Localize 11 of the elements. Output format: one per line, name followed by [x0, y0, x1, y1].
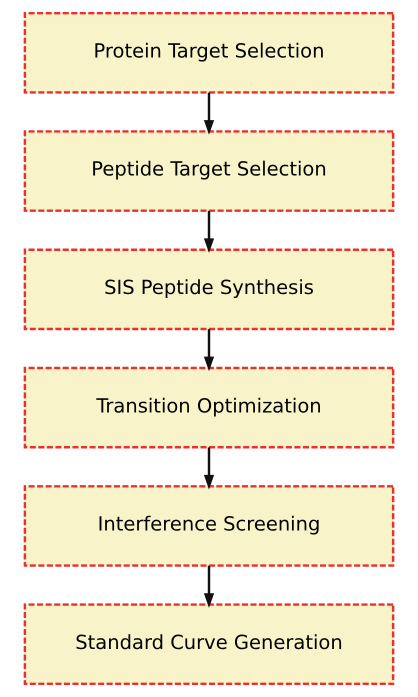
- arrow: [204, 329, 214, 372]
- arrow: [204, 92, 214, 135]
- node-box: Standard Curve Generation: [24, 603, 394, 686]
- node-box: Interference Screening: [24, 485, 394, 567]
- node-box: Peptide Target Selection: [24, 130, 394, 212]
- node-box: Transition Optimization: [24, 366, 394, 448]
- arrow: [204, 566, 214, 608]
- arrow: [204, 447, 214, 490]
- node-box: Protein Target Selection: [24, 12, 394, 94]
- node-box: SIS Peptide Synthesis: [24, 248, 394, 330]
- arrow: [204, 210, 214, 254]
